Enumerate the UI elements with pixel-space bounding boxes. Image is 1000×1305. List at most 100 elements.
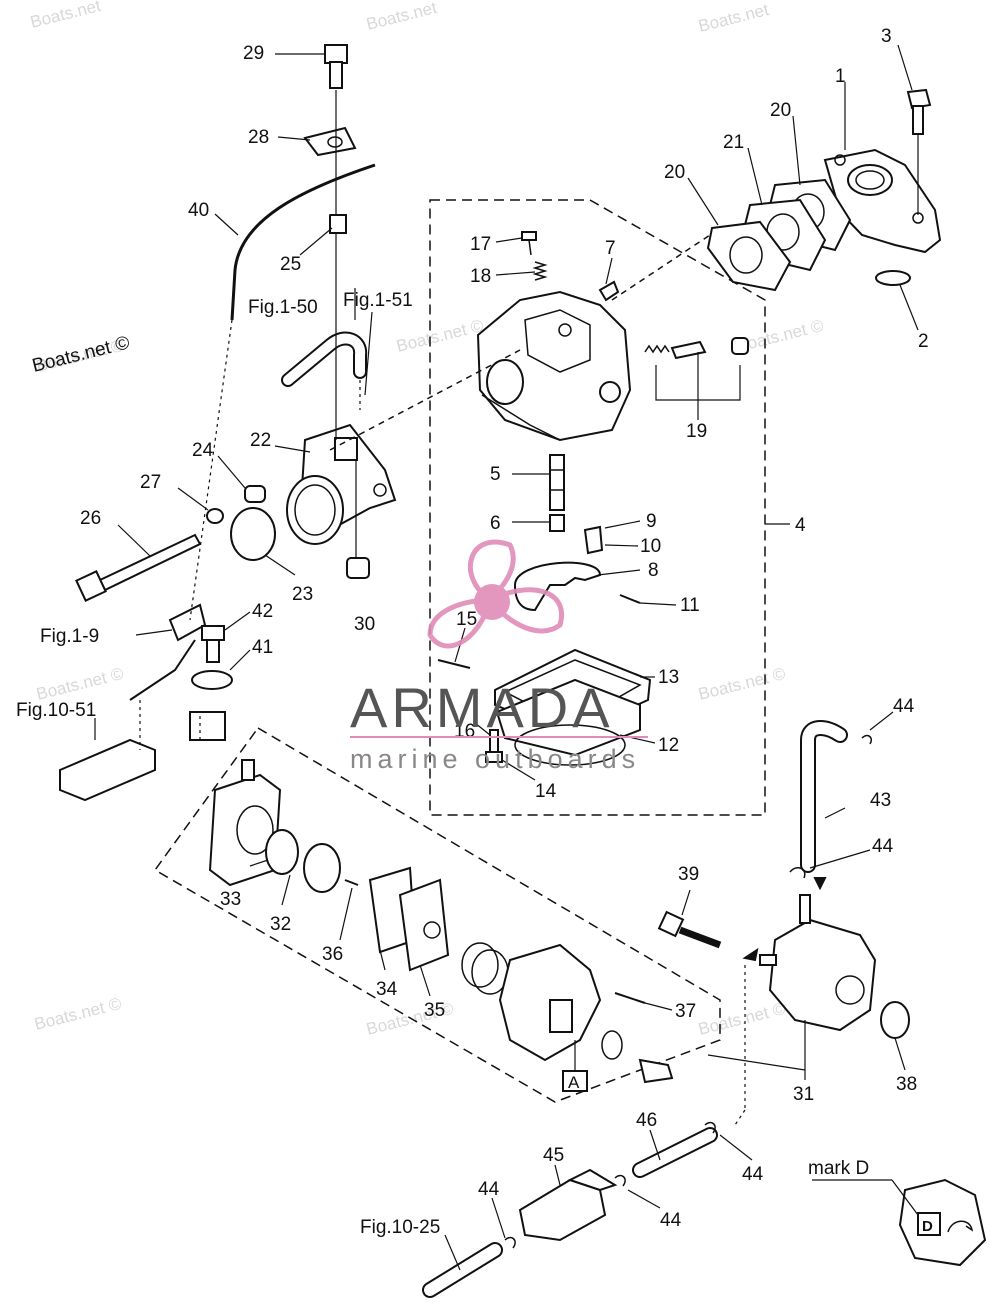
callout-38: 38 (896, 1074, 917, 1095)
spring-pump (461, 942, 509, 995)
callout-8: 8 (648, 560, 659, 581)
needle-valve-9-10 (583, 525, 604, 555)
fig-ref-1-50: Fig.1-50 (248, 297, 318, 318)
callout-3: 3 (881, 26, 892, 47)
callout-15: 15 (456, 609, 477, 630)
clip-44-filter-out (614, 1174, 626, 1187)
callout-2: 2 (918, 331, 929, 352)
pilot-screw-7 (598, 280, 620, 302)
callout-12: 12 (658, 735, 679, 756)
fig-ref-10-51: Fig.10-51 (16, 700, 96, 721)
fuel-pump-31 (759, 894, 877, 1032)
spacer-24 (244, 485, 266, 503)
watermark-text: Boats.net (364, 0, 439, 34)
hose-fig-10-25 (422, 1242, 503, 1298)
bolt-3 (906, 88, 932, 135)
callout-34: 34 (376, 979, 398, 1000)
spacer-25 (329, 214, 347, 234)
hose-46 (632, 1127, 718, 1178)
callout-45: 45 (543, 1145, 564, 1166)
pump-cover (498, 943, 602, 1062)
diaphragm-35 (398, 878, 450, 972)
callout-29: 29 (243, 43, 264, 64)
copyright-notice: Boats.net © (30, 332, 132, 376)
callout-10: 10 (640, 536, 661, 557)
callout-35: 35 (424, 1000, 445, 1021)
callout-6: 6 (490, 513, 501, 534)
callout-1: 1 (835, 66, 846, 87)
clip-44-mid (789, 867, 806, 879)
joint-fig-10-51 (59, 711, 226, 802)
fig-ref-1-9: Fig.1-9 (40, 626, 99, 647)
drain-screw-15 (437, 659, 471, 669)
fuel-filter-45 (518, 1168, 618, 1242)
plate-32b (303, 843, 341, 893)
callout-44-mid: 44 (872, 836, 894, 857)
spacer-30 (346, 557, 370, 579)
callout-39: 39 (678, 864, 699, 885)
bolt-29 (324, 44, 348, 89)
callout-18: 18 (470, 266, 491, 287)
o-ring-38 (880, 1001, 910, 1039)
callout-26: 26 (80, 508, 101, 529)
fig-ref-1-51: Fig.1-51 (343, 290, 413, 311)
washer-27 (206, 508, 224, 524)
main-nozzle-5 (549, 454, 565, 511)
float-8 (513, 561, 602, 612)
screw-17 (521, 231, 537, 256)
callout-43: 43 (870, 790, 891, 811)
hose-fig-1-50 (281, 331, 368, 387)
callout-44-filter: 44 (660, 1210, 682, 1231)
fuel-pump-assembly-outline (153, 727, 721, 1103)
callout-28: 28 (248, 127, 269, 148)
intake-manifold (823, 148, 942, 254)
propeller-logo-icon (427, 539, 564, 649)
callout-22: 22 (250, 430, 271, 451)
hose-43 (800, 720, 848, 873)
gasket-20-front (706, 220, 792, 292)
bracket-28 (303, 126, 357, 157)
watermark-text: Boats.net (28, 0, 103, 32)
callout-40: 40 (188, 200, 209, 221)
bolt-26 (75, 533, 202, 602)
callout-44-left: 44 (478, 1179, 500, 1200)
leader-lines (94, 44, 919, 1271)
callout-11: 11 (680, 595, 700, 616)
callout-42: 42 (252, 601, 273, 622)
carburetor-assembly-outline (429, 199, 766, 816)
callout-7: 7 (605, 238, 616, 259)
brand-name: ARMADA (350, 676, 614, 739)
carburetor-body (476, 290, 632, 442)
diaphragm-32 (265, 829, 299, 875)
float-pin-11 (619, 594, 641, 604)
screw-36 (344, 879, 359, 886)
watermark-text: Boats.net © (394, 316, 485, 356)
callout-17: 17 (470, 234, 491, 255)
mark-d-glyph: D (922, 1218, 933, 1235)
spring-18 (532, 261, 548, 281)
figure-references: Fig.1-50 Fig.1-51 Fig.1-9 Fig.10-51 Fig.… (16, 290, 869, 1238)
callout-37: 37 (675, 1001, 696, 1022)
box-label-a: A (568, 1073, 580, 1092)
callout-31: 31 (793, 1084, 814, 1105)
bolt-39 (657, 910, 722, 949)
clip-fig-1-9 (129, 603, 207, 701)
watermark-text: Boats.net © (34, 664, 125, 704)
callout-19: 19 (686, 421, 707, 442)
callout-23: 23 (292, 584, 313, 605)
callout-5: 5 (490, 464, 501, 485)
clip-44-top (861, 734, 873, 745)
watermark-text: Boats.net © (696, 664, 787, 704)
fig-ref-10-25: Fig.10-25 (360, 1217, 440, 1238)
watermark-text: Boats.net (696, 0, 771, 36)
clip-44-filter-in (504, 1236, 516, 1249)
watermark-text: Boats.net © (696, 999, 787, 1039)
main-jet-6 (549, 514, 565, 532)
callout-25: 25 (280, 254, 301, 275)
washer-41 (191, 670, 233, 690)
watermark-text: Boats.net © (32, 994, 123, 1034)
mark-d-label: mark D (808, 1158, 869, 1179)
callout-4: 4 (795, 515, 806, 536)
watermark-layer: Boats.net Boats.net Boats.net Boats.net … (28, 0, 825, 1039)
